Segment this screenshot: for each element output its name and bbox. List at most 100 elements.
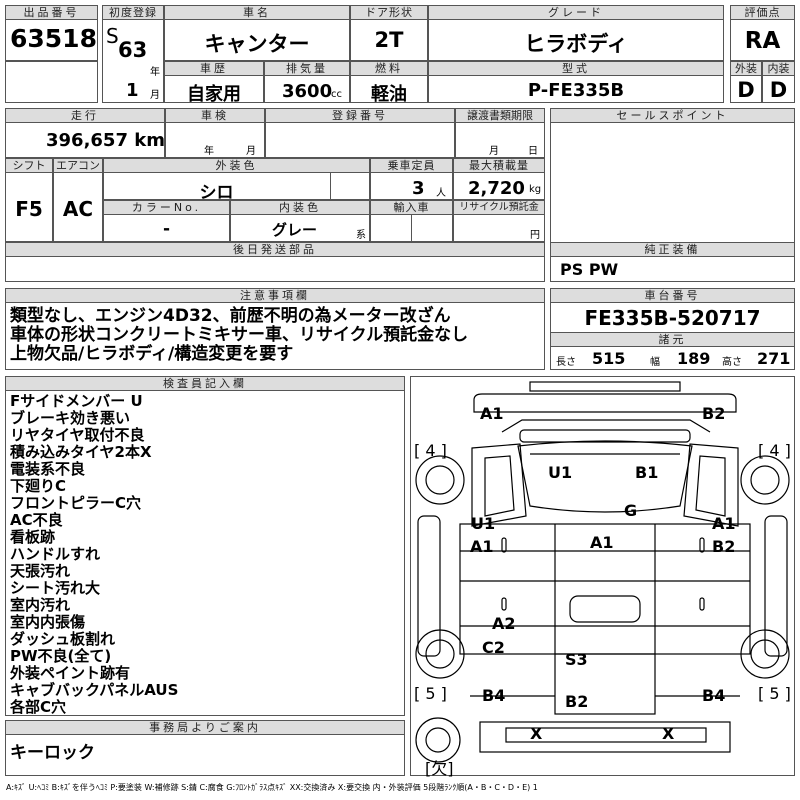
- shift: F5: [15, 197, 43, 221]
- interior-grade-label: 内装: [762, 61, 795, 76]
- intcolor-label: 内装色: [230, 200, 370, 215]
- import-label: 輸入車: [370, 200, 453, 215]
- recycle-unit: 円: [530, 230, 540, 241]
- damage-mark: B2: [702, 404, 726, 423]
- inspection-label: 車検: [165, 108, 265, 123]
- mileage-label: 走行: [5, 108, 165, 123]
- list-item: 各部C穴: [10, 698, 67, 716]
- exterior-grade: D: [737, 78, 755, 102]
- displacement-unit: cc: [331, 89, 342, 100]
- inspection-month-unit: 月: [246, 146, 256, 157]
- import-divider: [411, 214, 412, 242]
- recycle-label: リサイクル預託金: [453, 200, 545, 215]
- model: P-FE335B: [527, 80, 625, 101]
- color-label: 外装色: [103, 158, 370, 173]
- model-label: 型式: [428, 61, 724, 76]
- notes-line: 上物欠品/ヒラボディ/構造変更を要す: [10, 344, 294, 364]
- damage-mark: A1: [712, 514, 736, 533]
- length-label: 長さ: [556, 357, 576, 368]
- transfer-day-unit: 日: [528, 146, 538, 157]
- damage-mark: A1: [470, 537, 494, 556]
- colorno: -: [162, 219, 171, 239]
- spare-tire-status: [欠]: [425, 759, 454, 778]
- fuel: 軽油: [371, 84, 407, 105]
- office-label: 事務局よりご案内: [5, 720, 405, 735]
- first-reg-box: [102, 5, 164, 103]
- damage-mark: A1: [590, 533, 614, 552]
- width: 189: [677, 349, 711, 368]
- vehicle-diagram-box: [410, 376, 795, 776]
- list-item: ダッシュ板割れ: [10, 630, 116, 648]
- list-item: 室内汚れ: [10, 596, 71, 614]
- equipment: PS PW: [560, 260, 619, 279]
- capacity: 3: [412, 178, 425, 199]
- damage-mark: A1: [480, 404, 504, 423]
- first-reg-label: 初度登録: [102, 5, 164, 20]
- height: 271: [757, 349, 791, 368]
- score: RA: [744, 28, 781, 54]
- history: 自家用: [187, 84, 241, 105]
- equipment-label: 純正装備: [550, 242, 795, 257]
- maxload-unit: kg: [529, 184, 542, 195]
- list-item: 室内内張傷: [10, 613, 86, 631]
- sales-label: セールスポイント: [550, 108, 795, 123]
- first-reg-month-unit: 月: [150, 90, 160, 101]
- exterior-grade-label: 外装: [730, 61, 762, 76]
- damage-mark: X: [662, 724, 675, 743]
- tire-tread-fl: [ 4 ]: [414, 441, 447, 460]
- chassis-number: FE335B-520717: [584, 306, 761, 330]
- damage-mark: B2: [565, 692, 589, 711]
- inspector-box: [5, 376, 405, 716]
- score-label: 評価点: [730, 5, 795, 20]
- list-item: フロントピラーC穴: [10, 494, 142, 512]
- grade-label: グレード: [428, 5, 724, 20]
- notes-lines: 類型なし、エンジン4D32、前歴不明の為メーター改ざん 車体の形状コンクリートミ…: [10, 307, 540, 364]
- list-item: AC不良: [10, 511, 63, 529]
- damage-mark: S3: [565, 650, 588, 669]
- spec-label: 諸元: [550, 332, 795, 347]
- capacity-label: 乗車定員: [370, 158, 453, 173]
- list-item: ハンドルすれ: [10, 545, 101, 563]
- list-item: 電装系不良: [10, 460, 86, 478]
- door-label: ドア形状: [350, 5, 428, 20]
- first-reg-year: 63: [118, 38, 148, 62]
- first-reg-month: 1: [126, 80, 139, 101]
- lot-number: 63518: [10, 24, 97, 53]
- intcolor-unit: 系: [356, 230, 366, 241]
- color: シロ: [199, 183, 234, 203]
- notes-line: 車体の形状コンクリートミキサー車、リサイクル預託金なし: [10, 325, 469, 345]
- sales-box: [550, 108, 795, 243]
- tire-tread-rr: [ 5 ]: [758, 684, 791, 703]
- damage-mark: C2: [482, 638, 505, 657]
- list-item: 下廻りC: [10, 477, 67, 495]
- shift-label: シフト: [5, 158, 53, 173]
- damage-mark: B4: [702, 686, 726, 705]
- capacity-unit: 人: [436, 188, 446, 199]
- damage-mark: G: [624, 501, 638, 520]
- intcolor: グレー: [272, 221, 318, 239]
- list-item: Fサイドメンバー U: [10, 392, 143, 410]
- lot-blank-box: [5, 61, 98, 103]
- interior-grade: D: [769, 78, 788, 102]
- car-name-label: 車名: [164, 5, 350, 20]
- damage-mark: U1: [548, 463, 573, 482]
- list-item: シート汚れ大: [10, 579, 101, 597]
- ac-label: エアコン: [53, 158, 103, 173]
- damage-mark: U1: [471, 514, 496, 533]
- color-divider: [330, 172, 331, 200]
- colorno-label: カラーNo.: [103, 200, 230, 215]
- history-label: 車歴: [164, 61, 264, 76]
- damage-mark: B2: [712, 537, 736, 556]
- parts-label: 後日発送部品: [5, 242, 545, 257]
- mileage: 396,657 km(*): [46, 130, 191, 151]
- ac: AC: [62, 197, 94, 221]
- maxload: 2,720: [468, 178, 525, 199]
- inspector-label: 検査員記入欄: [5, 376, 405, 391]
- list-item: 外装ペイント跡有: [10, 664, 131, 682]
- vehicle-diagram: [415, 381, 790, 763]
- length: 515: [592, 349, 626, 368]
- list-item: キャブバックパネルAUS: [10, 681, 179, 699]
- inspection-year-unit: 年: [204, 146, 214, 157]
- tire-tread-rl: [ 5 ]: [414, 684, 447, 703]
- list-item: 積み込みタイヤ2本X: [10, 443, 152, 461]
